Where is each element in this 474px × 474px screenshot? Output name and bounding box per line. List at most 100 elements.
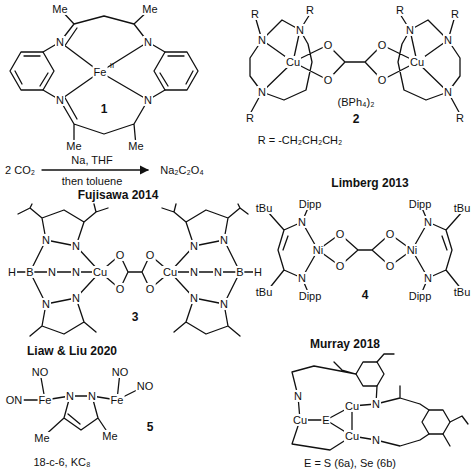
atom-label: O [145,249,156,261]
atom-label: Fe [38,394,53,406]
atom-label: Ni [312,244,324,256]
atom-label: O [145,283,156,295]
atom-label: N [371,398,381,410]
arene-ring [422,410,450,434]
atom-label: Dipp [298,290,323,302]
atom-label: N [371,434,381,446]
atom-label: N [293,390,303,402]
atom-label: N [213,266,223,278]
caption-text: E = S (6a), Se (6b) [303,457,397,469]
atom-label: H [253,266,263,278]
atom-label: Dipp [298,198,323,210]
atom-label: O [335,260,346,272]
compound-number: 4 [361,289,370,302]
reference-heading: Murray 2018 [309,338,381,351]
arene-ring [356,362,384,386]
reagent-text: R = -CH₂CH₂CH₂ [257,134,344,146]
atom-label: N [47,266,57,278]
atom-label: N [87,390,97,402]
atom-label: Fe [110,394,125,406]
atom-label: Cu [162,266,178,278]
reagent-text: then toluene [61,175,124,187]
atom-label: O [385,260,396,272]
reference-heading: Limberg 2013 [330,177,409,190]
reagent-text: (BPh₄)₂ [337,96,376,108]
compound-number: 3 [131,311,140,324]
atom-label: N [71,266,81,278]
atom-label: R [395,4,405,16]
atom-label: O [323,74,334,86]
compound-number: 5 [146,421,155,434]
atom-label: O [335,228,346,240]
atom-label: N [189,266,199,278]
atom-label: B [25,266,34,278]
atom-label: R [455,112,465,124]
complex-1-bonds [43,9,165,146]
atom-label: N [41,298,51,310]
atom-label: Me [65,140,82,152]
aromatic-bonds [15,56,193,86]
atom-label: Cu [409,56,425,68]
reagent-text: 2 CO₂ [4,164,36,176]
atom-label: N [297,216,307,228]
atom-label: tBu [453,286,472,298]
atom-label: N [219,298,229,310]
complex-6-bonds [292,354,468,450]
atom-label: R [250,8,260,20]
atom-label: NO [136,380,155,392]
benzene-ring [10,52,54,90]
complex-5-bonds [14,372,145,438]
atom-label: O [377,39,388,51]
atom-label: N [143,36,153,48]
compound-number: 2 [352,113,361,126]
atom-label: Dipp [408,290,433,302]
atom-label: N [423,216,433,228]
atom-label: O [385,228,396,240]
oxidation-state: II [109,62,115,71]
atom-label: Me [127,140,144,152]
atom-label: N [189,240,199,252]
atom-label: Cu [292,414,308,426]
atom-label: NO [111,366,130,378]
reference-heading: Fujisawa 2014 [77,189,160,202]
atom-label: R [245,112,255,124]
compound-number: 1 [100,103,109,116]
atom-label: Ni [406,244,418,256]
reference-heading: Liaw & Liu 2020 [26,345,118,358]
atom-label: ON [5,394,24,406]
complex-3-bonds [12,204,258,336]
atom-label: N [189,292,199,304]
atom-label: N [55,94,65,106]
reagent-text: Na₂C₂O₄ [159,164,205,176]
atom-label: N [443,86,453,98]
atom-label: Me [51,3,68,15]
atom-label: Cu [344,400,360,412]
benzene-ring [154,52,198,90]
atom-label: E [321,414,330,426]
atom-label: R [450,8,460,20]
atom-label: N [219,234,229,246]
atom-label: R [305,4,315,16]
atom-label: N [295,24,305,36]
atom-label: O [323,39,334,51]
reagent-text: Na, THF [70,154,113,166]
atom-label: N [297,272,307,284]
atom-label: Me [33,432,50,444]
atom-label: N [41,234,51,246]
complex-4-bonds [268,208,462,292]
atom-label: Cu [344,430,360,442]
atom-label: Me [141,3,158,15]
atom-label: N [257,34,267,46]
atom-label: N [257,86,267,98]
atom-label: tBu [453,202,472,214]
atom-label: N [405,24,415,36]
atom-label: N [143,94,153,106]
atom-label: tBu [255,286,274,298]
atom-label: N [71,240,81,252]
atom-label: H [7,266,17,278]
atom-label: N [55,36,65,48]
atom-label: N [443,34,453,46]
complex-2-bonds [250,14,460,114]
